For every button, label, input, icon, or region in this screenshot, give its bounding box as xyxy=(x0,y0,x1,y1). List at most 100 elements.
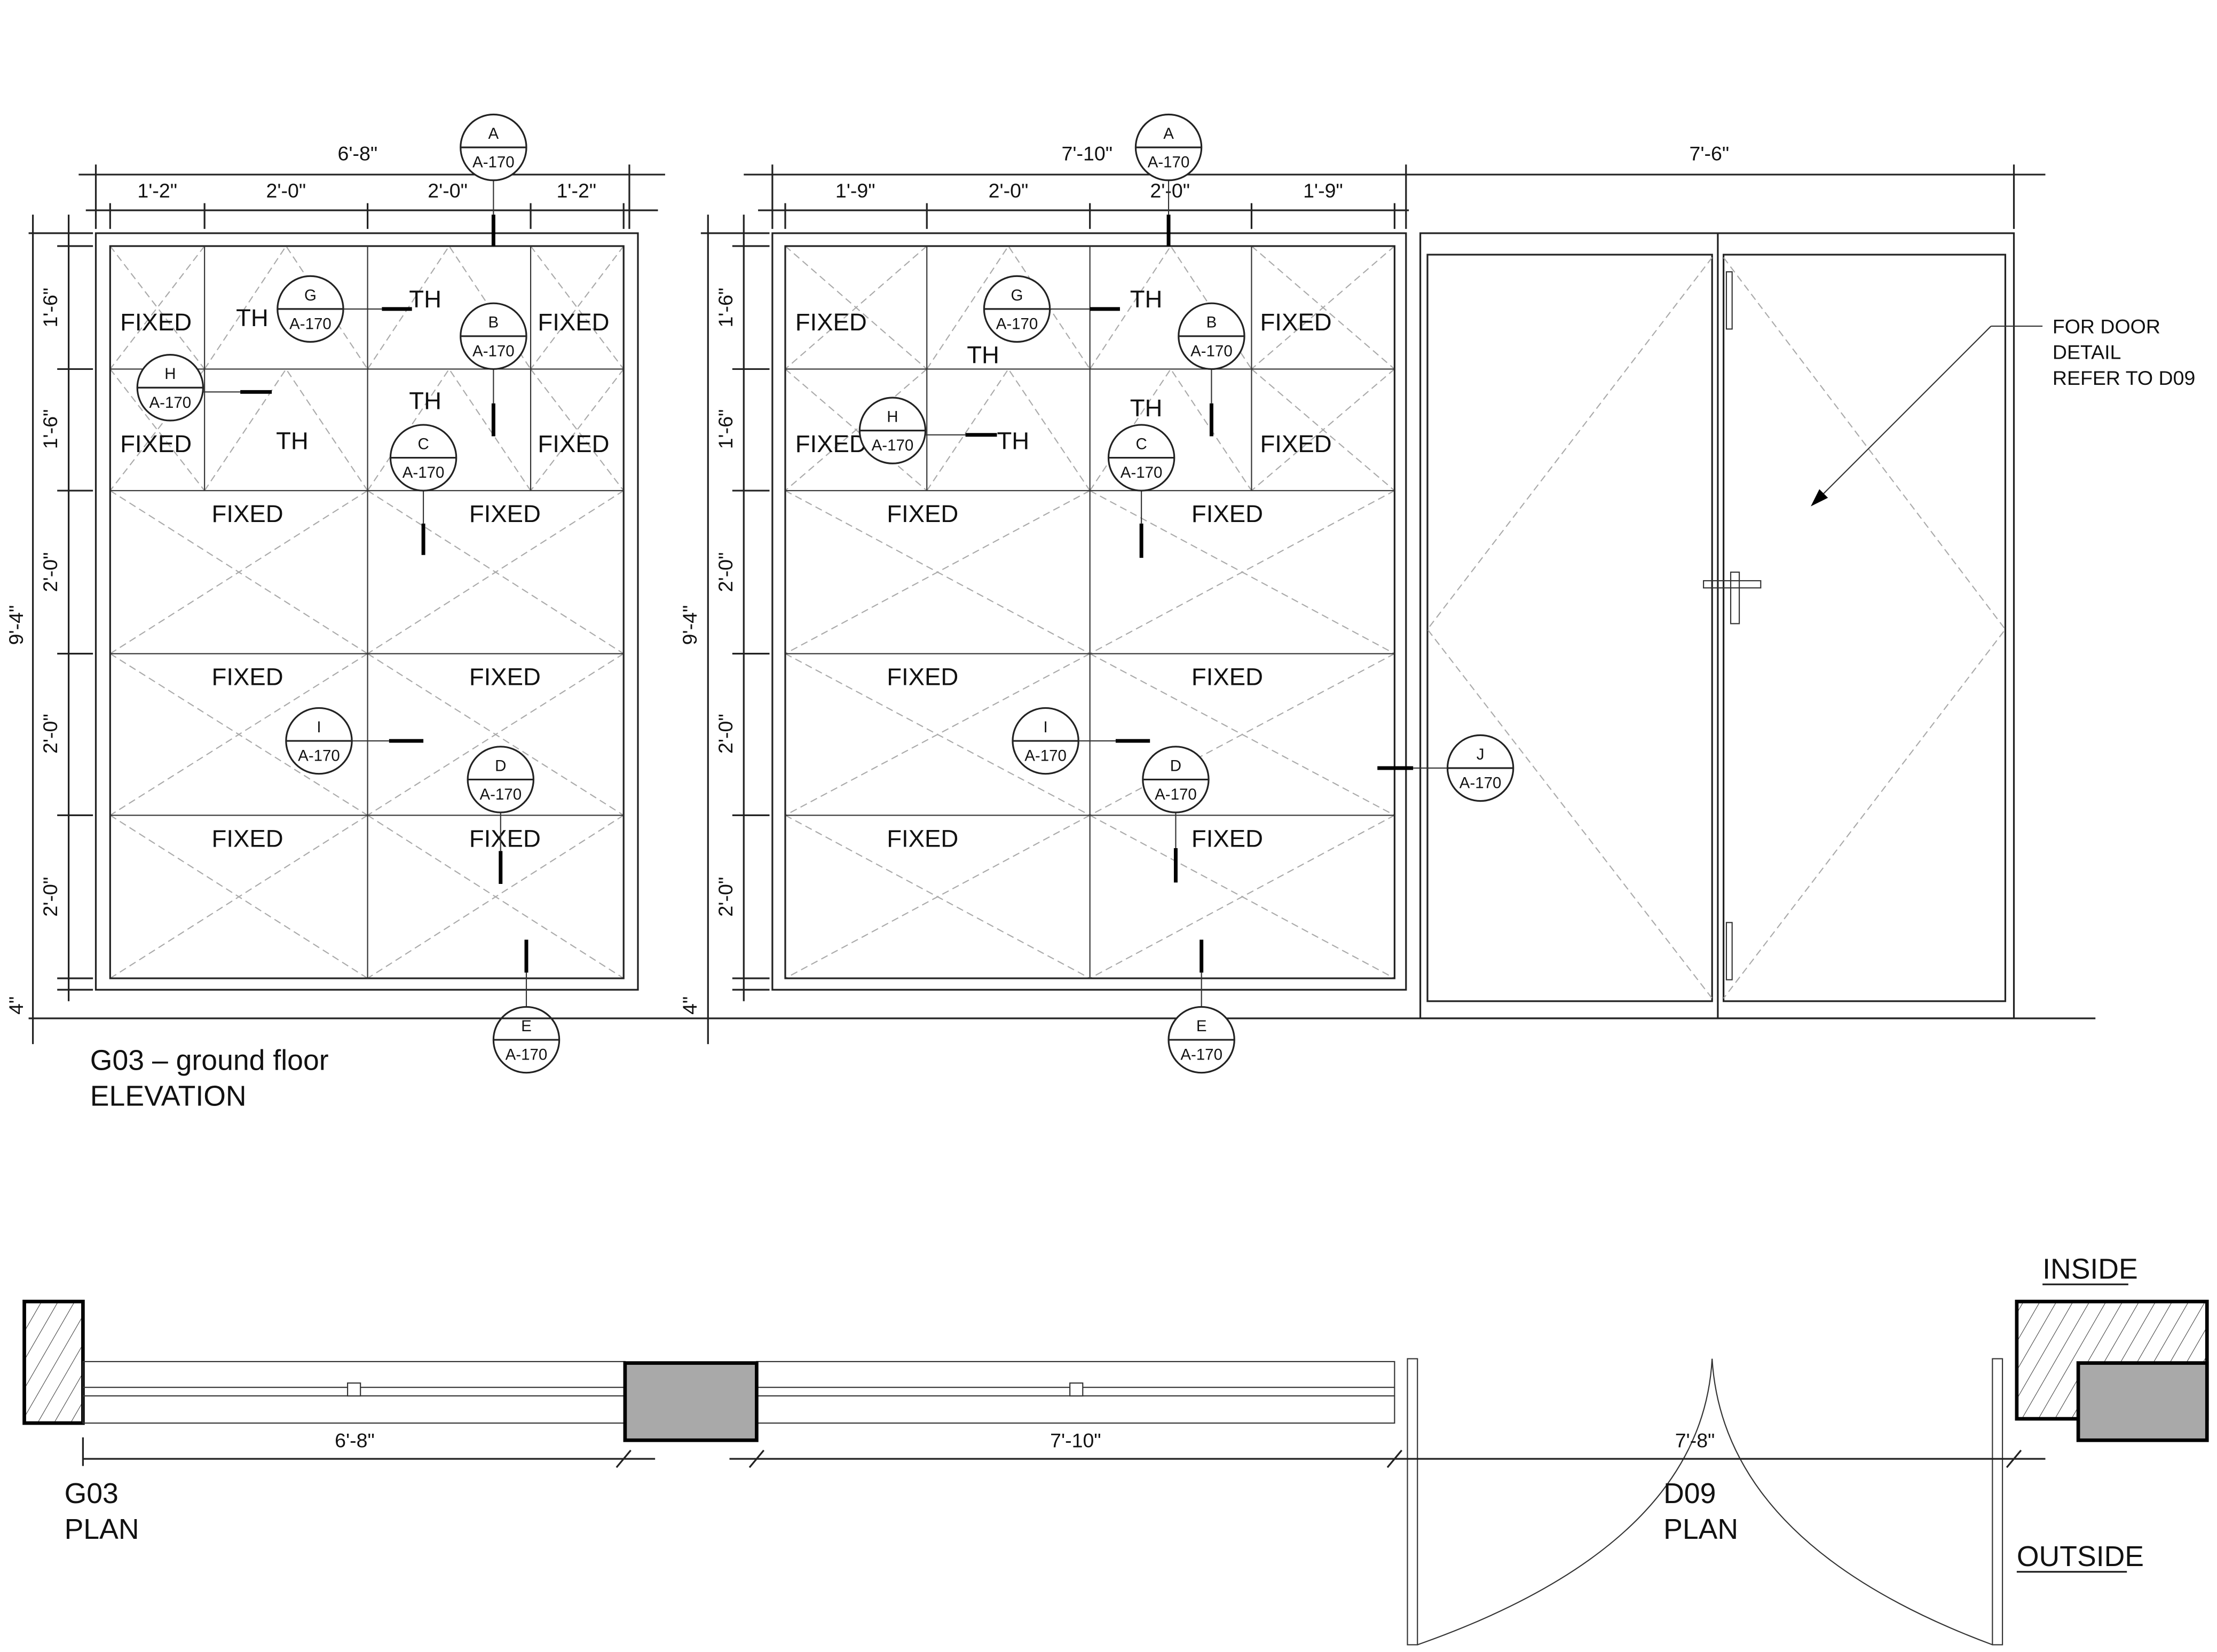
mullions xyxy=(110,246,624,978)
section-callout: B A-170 xyxy=(1178,302,1245,370)
door-swing-plan xyxy=(1407,1358,2003,1646)
callout-letter: A xyxy=(488,125,499,143)
overall-width-dim: 6'-8" xyxy=(338,142,378,164)
section-callout: H A-170 xyxy=(136,354,204,422)
callout-sheet: A-170 xyxy=(298,747,340,765)
panel-label: FIXED xyxy=(1260,430,1332,457)
panel-label: TH xyxy=(1130,394,1163,422)
callout-letter: H xyxy=(887,408,898,426)
section-callout: E A-170 xyxy=(1167,1006,1235,1074)
panel-label: FIXED xyxy=(795,309,867,336)
panel-label: FIXED xyxy=(212,500,283,527)
elevation-title: G03 – ground floor xyxy=(90,1044,329,1076)
row-height-dim: 1'-6" xyxy=(714,288,737,328)
section-callout: G A-170 xyxy=(277,275,344,343)
callout-letter: E xyxy=(1196,1017,1207,1035)
plan-dim: 7'-8" xyxy=(1675,1429,1715,1452)
wall-section-left xyxy=(22,1300,85,1425)
callout-sheet: A-170 xyxy=(472,154,515,171)
inside-label: INSIDE xyxy=(2042,1253,2138,1285)
inner-frame xyxy=(109,245,625,979)
panel-label: FIXED xyxy=(469,500,541,527)
row-height-dim: 2'-0" xyxy=(39,877,61,917)
section-callout: I A-170 xyxy=(285,707,353,775)
callout-sheet: A-170 xyxy=(996,315,1038,333)
overall-height-dim: 9'-4" xyxy=(678,605,701,645)
col-width-dim: 2'-0" xyxy=(1150,179,1190,202)
row-height-dim: 4" xyxy=(5,997,27,1015)
panel-label: FIXED xyxy=(887,500,958,527)
column-section xyxy=(623,1361,759,1442)
callout-letter: D xyxy=(1170,757,1181,774)
note-line: REFER TO D09 xyxy=(2053,367,2195,389)
callout-letter: J xyxy=(1477,746,1485,763)
plan-dim: 6'-8" xyxy=(335,1429,375,1452)
section-callout: A A-170 xyxy=(1134,113,1203,181)
callout-sheet: A-170 xyxy=(506,1046,548,1064)
section-callout: G A-170 xyxy=(983,275,1051,343)
callout-letter: I xyxy=(317,718,321,736)
panel-label: FIXED xyxy=(120,430,192,457)
overall-width-dim: 7'-10" xyxy=(1062,142,1113,164)
callout-letter: C xyxy=(1135,435,1147,453)
plan-label: PLAN xyxy=(1663,1513,1738,1545)
section-callout: H A-170 xyxy=(858,397,927,464)
col-width-dim: 2'-0" xyxy=(989,179,1029,202)
section-callout: D A-170 xyxy=(467,746,535,813)
callout-sheet: A-170 xyxy=(1155,786,1197,803)
callout-letter: C xyxy=(417,435,429,453)
callout-sheet: A-170 xyxy=(1024,747,1067,765)
glazing-pattern xyxy=(109,245,625,979)
callout-sheet: A-170 xyxy=(472,342,515,360)
leader-arrow-icon xyxy=(1813,326,1992,504)
hinge-icon xyxy=(1725,271,1733,330)
panel-label: FIXED xyxy=(1192,825,1263,852)
door-width-dim: 7'-6" xyxy=(1689,142,1729,164)
double-door xyxy=(1419,232,2015,1019)
callout-leaders xyxy=(925,180,1448,1007)
panel-label: FIXED xyxy=(538,430,609,457)
section-callout: I A-170 xyxy=(1012,707,1079,775)
col-width-dim: 2'-0" xyxy=(428,179,468,202)
row-height-dim: 2'-0" xyxy=(714,552,737,592)
section-callout: D A-170 xyxy=(1142,746,1210,813)
outer-frame xyxy=(771,232,1407,991)
panel-label: FIXED xyxy=(1192,500,1263,527)
callout-sheet: A-170 xyxy=(1459,774,1502,792)
callout-letter: E xyxy=(521,1017,532,1035)
callout-letter: B xyxy=(1206,314,1217,331)
callout-sheet: A-170 xyxy=(149,394,192,412)
outer-frame xyxy=(94,232,639,991)
glazing-pattern-lines xyxy=(109,245,1395,979)
callout-leaders xyxy=(203,180,528,1007)
panel-label: FIXED xyxy=(469,825,541,852)
callout-letter: D xyxy=(495,757,506,774)
panel-label: TH xyxy=(997,427,1030,454)
panel-label: FIXED xyxy=(212,663,283,691)
col-width-dim: 2'-0" xyxy=(266,179,306,202)
panel-label: FIXED xyxy=(795,430,867,457)
panel-label: TH xyxy=(276,427,309,454)
panel-label: TH xyxy=(1130,286,1163,313)
panel-label: TH xyxy=(409,387,441,414)
plan-label: G03 xyxy=(65,1477,119,1509)
col-width-dim: 1'-2" xyxy=(556,179,596,202)
callout-group: A A-170 G A-170 B A-170 H A-170 C A-170 … xyxy=(136,113,561,1074)
note-line: FOR DOOR xyxy=(2053,315,2160,337)
panel-label: FIXED xyxy=(469,663,541,691)
col-width-dim: 1'-9" xyxy=(835,179,875,202)
col-width-dim: 1'-9" xyxy=(1303,179,1343,202)
outside-label: OUTSIDE xyxy=(2017,1540,2144,1572)
row-height-dim: 2'-0" xyxy=(714,714,737,754)
plans: 6'-8" 7'-10" 7'-8" G03 PLAN D09 PLAN INS… xyxy=(22,1253,2209,1646)
callout-letter: G xyxy=(1011,287,1023,304)
panel-label: TH xyxy=(236,304,269,331)
elevation-title: ELEVATION xyxy=(90,1080,247,1112)
callout-sheet: A-170 xyxy=(289,315,332,333)
callout-letter: H xyxy=(164,365,176,383)
panel-label: FIXED xyxy=(538,309,609,336)
row-height-dim: 1'-6" xyxy=(39,288,61,328)
row-height-dim: 2'-0" xyxy=(714,877,737,917)
col-width-dim: 1'-2" xyxy=(137,179,177,202)
